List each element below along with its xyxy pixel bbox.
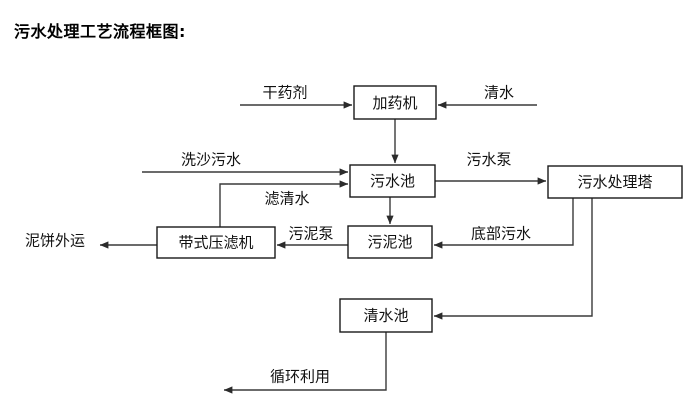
node-clear-water-pool[interactable]: 清水池 <box>339 298 433 333</box>
edge-label-sludge-pump: 污泥泵 <box>288 225 333 243</box>
node-label-belt-filter-press: 带式压滤机 <box>178 234 253 252</box>
page-title: 污水处理工艺流程框图: <box>14 22 186 41</box>
node-sewage-pool[interactable]: 污水池 <box>349 164 436 198</box>
node-label-treatment-tower: 污水处理塔 <box>577 173 652 191</box>
edge-label-sewage-pump: 污水泵 <box>466 151 511 169</box>
node-label-sludge-pool: 污泥池 <box>367 233 412 251</box>
io-label-sand-wash-sewage: 洗沙污水 <box>181 151 241 169</box>
node-sludge-pool[interactable]: 污泥池 <box>347 225 433 259</box>
node-label-clear-water-pool: 清水池 <box>363 307 408 325</box>
io-label-dry-chemical: 干药剂 <box>262 84 307 102</box>
edge-label-filtered-clear-water: 滤清水 <box>264 190 309 208</box>
edge-clear-water-pool-to-recycle <box>223 332 387 394</box>
node-belt-filter-press[interactable]: 带式压滤机 <box>156 226 276 259</box>
node-label-dosing-machine: 加药机 <box>372 94 417 112</box>
io-label-clean-water: 清水 <box>484 84 514 102</box>
io-label-mud-cake-out: 泥饼外运 <box>25 232 85 250</box>
node-label-sewage-pool: 污水池 <box>370 172 415 190</box>
node-dosing-machine[interactable]: 加药机 <box>353 85 437 120</box>
node-treatment-tower[interactable]: 污水处理塔 <box>547 165 683 199</box>
io-label-recycle-use: 循环利用 <box>270 368 330 386</box>
edge-filter-press-to-sewage-pool <box>219 180 349 227</box>
edge-tower-to-sludge-pool <box>433 198 574 249</box>
edge-tower-to-clear-water-pool <box>433 198 593 320</box>
edge-label-bottom-sewage: 底部污水 <box>471 225 531 243</box>
